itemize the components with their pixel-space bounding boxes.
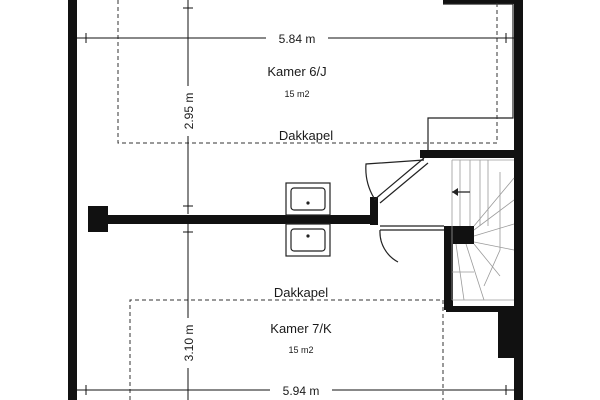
stair-bottom-wall	[446, 306, 523, 312]
dimension-bottom-height: 3.10 m	[182, 325, 196, 362]
sinks	[285, 182, 331, 257]
landing-top-wall	[420, 150, 514, 158]
dormer-label-top: Dakkapel	[279, 128, 333, 143]
door-swing-upper	[365, 159, 425, 199]
doors	[365, 157, 444, 263]
room-name-top: Kamer 6/J	[267, 64, 326, 79]
partition-wall	[108, 215, 370, 224]
stair-newel-post	[453, 226, 474, 244]
walls	[68, 0, 523, 400]
door-jamb	[370, 197, 378, 225]
top-right-wall-stub	[443, 0, 523, 4]
dimension-top-width: 5.84 m	[279, 32, 316, 46]
left-exterior-wall	[68, 0, 77, 400]
dormer-outline-bottom	[129, 299, 444, 400]
room-name-bottom: Kamer 7/K	[270, 321, 332, 336]
right-exterior-wall	[514, 0, 523, 400]
arrow-head-icon	[452, 188, 458, 196]
stair-side-wall	[444, 226, 453, 310]
room-area-bottom: 15 m2	[288, 345, 313, 355]
angled-wall	[373, 157, 425, 201]
dormer-label-bottom: Dakkapel	[274, 285, 328, 300]
dimension-bottom-width: 5.94 m	[283, 384, 320, 398]
shaft-outline	[427, 3, 514, 150]
staircase	[451, 159, 515, 301]
door-swing-lower	[379, 229, 399, 263]
room-area-top: 15 m2	[284, 89, 309, 99]
dormer-outline-top	[117, 0, 498, 144]
chimney-block	[498, 312, 523, 358]
dimension-top-height: 2.95 m	[182, 93, 196, 130]
left-wall-pillar	[88, 206, 108, 232]
